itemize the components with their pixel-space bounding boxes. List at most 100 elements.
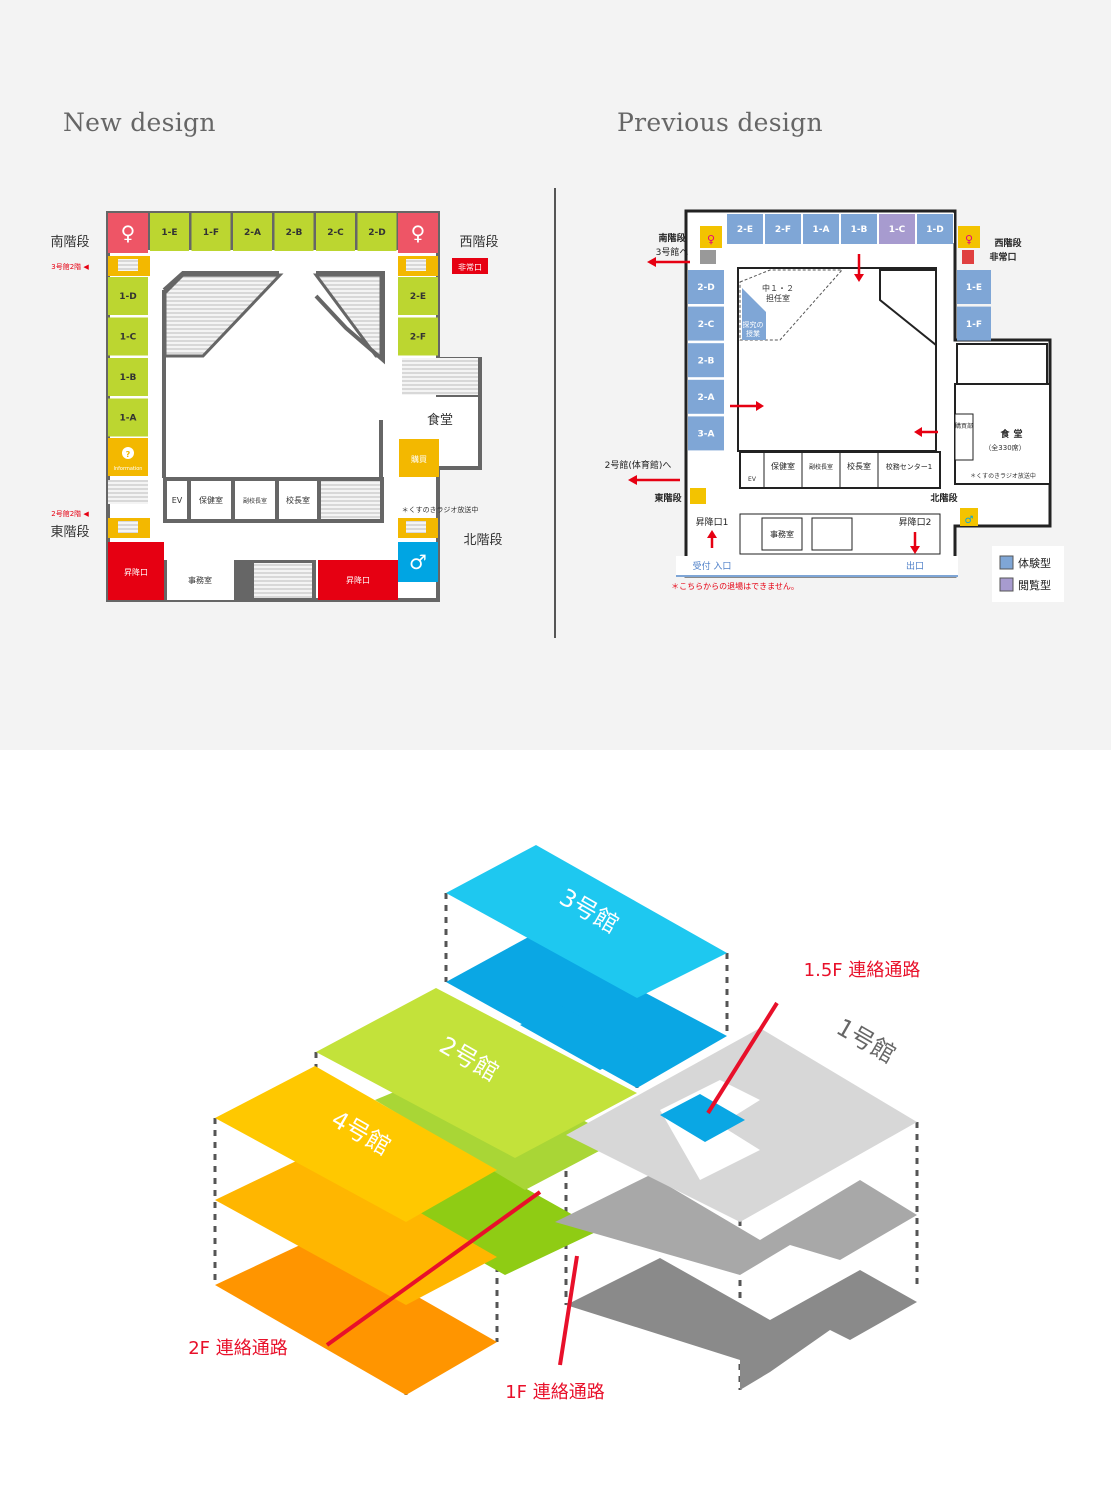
new-room-1-A-label: 1-A: [120, 414, 137, 424]
old-room-2-B-label: 2-B: [698, 356, 715, 366]
cafeteria-label: 食堂: [427, 412, 453, 428]
new-room-2-A-label: 2-A: [244, 228, 261, 238]
svg-text:校務センター1: 校務センター1: [886, 462, 932, 471]
new-room-2-F-label: 2-F: [410, 333, 426, 343]
old-room-1-F: [957, 306, 991, 341]
ev-label: EV: [172, 496, 183, 505]
legend-browse: 閲覧型: [1018, 578, 1051, 592]
svg-text:校長室: 校長室: [847, 461, 871, 471]
old-room-1-D: [917, 214, 953, 244]
old-room-1-D-label: 1-D: [926, 225, 943, 235]
entrance-1-label: 昇降口1: [696, 516, 729, 528]
new-room-2-A: [233, 213, 272, 251]
new-room-1-C-label: 1-C: [120, 333, 137, 343]
new-room-2-C: [316, 213, 355, 251]
old-room-2-D-label: 2-D: [697, 283, 714, 293]
svg-text:♀: ♀: [965, 233, 973, 246]
old-room-3-A-label: 3-A: [698, 430, 715, 440]
west-stairs-label: 西階段: [459, 235, 498, 250]
link-1f-leader: [558, 1255, 579, 1366]
old-room-1-B: [841, 214, 877, 244]
east-stairs-label: 東階段: [50, 524, 89, 540]
information-label: Information: [114, 466, 143, 472]
svg-text:北階段: 北階段: [930, 492, 958, 504]
old-office-label: 事務室: [770, 529, 794, 539]
old-room-1-A-label: 1-A: [813, 225, 830, 235]
toilet-room-west: [398, 213, 438, 253]
svg-text:♀: ♀: [707, 233, 715, 246]
new-room-2-B-label: 2-B: [286, 228, 303, 238]
previous-design-heading: Previous design: [617, 108, 823, 137]
old-room-2-A-label: 2-A: [698, 393, 715, 403]
previous-design-floor-map: 2-E 2-F 1-A 1-B 1-C 1-D ♀ ♀ 2-D 2-C 2-B 2-A 3-A 1…: [605, 209, 1064, 602]
new-room-2-C-label: 2-C: [327, 228, 344, 238]
staff-room-label: 中１・２: [762, 283, 794, 293]
radio-note: ＊くすのきラジオ放送中: [402, 505, 479, 514]
svg-text:♂: ♂: [409, 550, 427, 574]
new-room-2-B: [274, 213, 314, 251]
divider: [554, 188, 556, 638]
old-room-2-C-label: 2-C: [698, 320, 715, 330]
legend-experience: 体験型: [1018, 556, 1051, 570]
old-to-building2-label: 2号館(体育館)へ: [605, 459, 672, 471]
link-15f-leader: [706, 1001, 779, 1115]
old-room-1-C-label: 1-C: [889, 225, 906, 235]
new-room-2-D: [357, 213, 397, 251]
old-room-2-A: [688, 379, 724, 414]
old-room-1-B-label: 1-B: [851, 225, 868, 235]
new-room-2-F: [398, 317, 438, 356]
svg-text:昇降口: 昇降口: [346, 575, 370, 585]
exit-label: 出口: [906, 560, 924, 572]
svg-text:3号館へ: 3号館へ: [656, 246, 689, 258]
svg-text:東階段: 東階段: [654, 492, 682, 504]
new-room-1-B-label: 1-B: [120, 373, 137, 383]
svg-text:?: ?: [126, 450, 131, 459]
svg-text:♀: ♀: [121, 221, 136, 245]
legend-swatch-browse: [999, 577, 1014, 592]
old-shop-label: 購買部: [955, 422, 973, 430]
svg-text:担任室: 担任室: [766, 293, 790, 303]
to-building3-label: 3号館2階 ◀: [51, 262, 89, 271]
legend-swatch-experience: [999, 555, 1014, 570]
old-room-2-B: [688, 343, 724, 378]
old-room-2-E-label: 2-E: [737, 225, 753, 235]
old-room-2-C: [688, 306, 724, 341]
new-room-2-E-label: 2-E: [410, 292, 426, 302]
old-room-1-E: [957, 270, 991, 304]
link-15f-label: 1.5F 連絡通路: [804, 960, 921, 981]
new-room-1-B: [108, 358, 148, 396]
old-room-1-C: [879, 214, 915, 244]
svg-text:南階段: 南階段: [658, 232, 686, 244]
old-radio-note: ＊くすのきラジオ放送中: [970, 472, 1036, 480]
link-1f-label: 1F 連絡通路: [505, 1382, 605, 1403]
new-room-1-E: [150, 213, 189, 251]
cafeteria-seats-label: （全330席）: [984, 443, 1025, 452]
entrance-2-label: 昇降口2: [899, 516, 932, 528]
design-comparison-panel: New design Previous design ♀ ♀ 1-E 1-F 2-A…: [0, 0, 1111, 750]
entrance-right: [318, 560, 398, 600]
new-room-1-D-label: 1-D: [119, 292, 136, 302]
entrance-left: [108, 542, 164, 600]
svg-text:探究の: 探究の: [743, 320, 764, 329]
link-2f-label: 2F 連絡通路: [188, 1338, 288, 1359]
old-room-2-F-label: 2-F: [775, 225, 791, 235]
svg-text:食: 食: [999, 428, 1010, 440]
new-design-heading: New design: [63, 108, 216, 137]
emergency-exit-label: 非常口: [458, 262, 482, 272]
old-room-1-E-label: 1-E: [966, 283, 982, 293]
new-room-1-F-label: 1-F: [203, 228, 219, 238]
building-connection-diagram-panel: 3号館 2号館 4号館 1号館 1.5F 連絡通路 2F 連絡通路 1F 連絡通…: [0, 750, 1111, 1500]
new-room-2-D-label: 2-D: [368, 228, 385, 238]
new-room-1-D: [108, 277, 148, 315]
svg-text:EV: EV: [748, 476, 757, 483]
south-stairs-label: 南階段: [50, 234, 89, 250]
old-room-2-E: [727, 214, 763, 244]
link-2f-leader: [325, 1190, 542, 1347]
toilet-room-north: [398, 542, 438, 582]
svg-text:授業: 授業: [746, 329, 760, 338]
isometric-building-diagram: 3号館 2号館 4号館 1号館 1.5F 連絡通路 2F 連絡通路 1F 連絡通…: [188, 845, 921, 1403]
old-health-room-label: 保健室: [771, 461, 795, 471]
old-room-2-F: [765, 214, 801, 244]
svg-text:♂: ♂: [965, 515, 974, 526]
